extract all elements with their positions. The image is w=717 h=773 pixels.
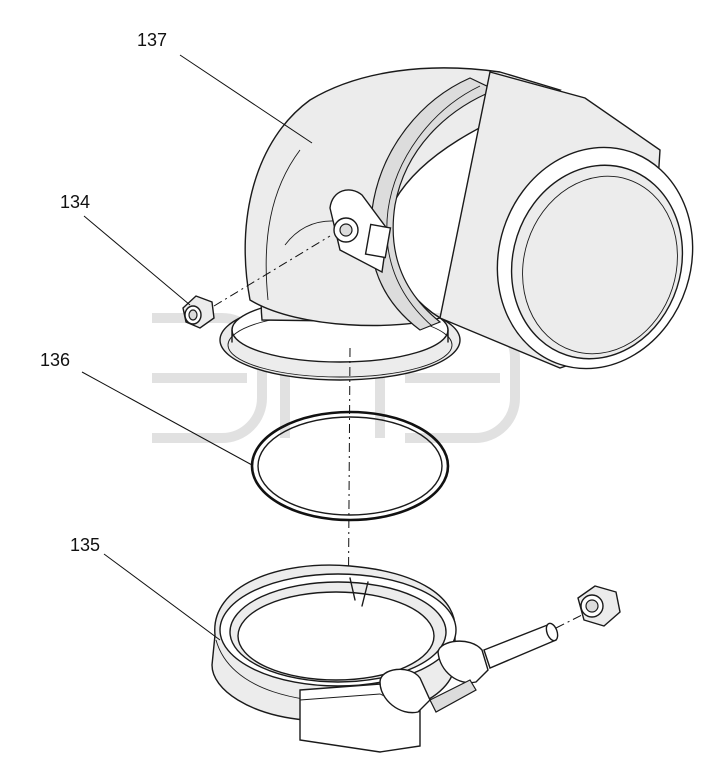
nut-part-134 <box>182 235 331 329</box>
v-clamp-part-135 <box>211 564 589 753</box>
seal-ring-part-136 <box>250 410 450 522</box>
leader-137 <box>179 54 313 144</box>
clamp-nut <box>577 585 621 627</box>
elbow-part-137 <box>219 67 694 381</box>
callout-136: 136 <box>40 350 70 370</box>
leader-136 <box>81 371 253 466</box>
leader-134 <box>83 215 191 306</box>
callout-137: 137 <box>137 30 167 50</box>
leader-135 <box>103 553 221 641</box>
callout-135: 135 <box>70 535 100 555</box>
callout-134: 134 <box>60 192 90 212</box>
